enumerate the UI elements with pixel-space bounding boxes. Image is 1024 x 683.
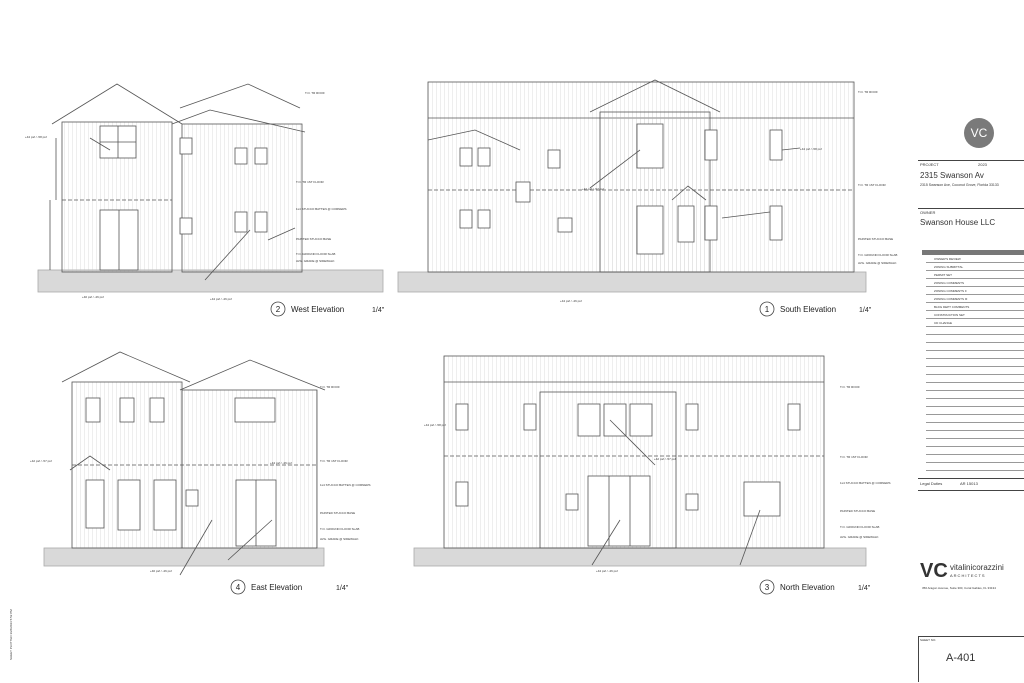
north-pressure-label-3: +44 psf / -46 psf: [596, 569, 618, 573]
south-base-note: PAINTED STUCCO BASE: [858, 237, 893, 241]
legal-value: AR 15013: [960, 481, 978, 486]
plot-stamp: SHEET PLOTTED 3/26/2023 5:52 PM: [9, 609, 13, 660]
south-pressure-label-2: +44 psf / -58 psf: [800, 147, 822, 151]
view-title-north: 3 North Elevation 1/4": [759, 579, 871, 595]
east-base-note: PAINTED STUCCO BASE: [320, 511, 355, 515]
north-elevation-drawing: [413, 355, 867, 567]
sheet-label: SHEET NO.: [920, 638, 937, 642]
east-roof-note: T.O. TR ROOF: [320, 385, 340, 389]
revision-item: ZONING COMMENTS II: [934, 289, 967, 293]
view-scale: 1/4": [859, 307, 872, 314]
west-pressure-label-3: +44 psf / -46 psf: [210, 297, 232, 301]
west-pressure-label-2: +40 psf / -46 psf: [82, 295, 104, 299]
east-pressure-label: +42 psf / -57 psf: [30, 459, 52, 463]
south-slab-note: T.O. GROUND FLOOR SLAB: [858, 253, 897, 257]
west-pressure-label: +44 psf / -58 psf: [25, 135, 47, 139]
project-label: PROJECT: [920, 162, 939, 167]
view-name: West Elevation: [291, 305, 344, 314]
firm-address: 350 Aragon Avenue, Suite 300, Coral Gabl…: [922, 586, 996, 590]
view-number: 1: [765, 305, 770, 314]
revision-item: ZONING SUBMITTAL: [934, 265, 964, 269]
west-siding-note: 1x4 STUCCO BATTEN @ CORNERS: [296, 207, 347, 211]
view-title-west: 2 West Elevation 1/4": [270, 301, 385, 317]
west-floor-note: T.O. TR 1ST FLOOR: [296, 180, 325, 184]
north-siding-note: 1x4 STUCCO BATTEN @ CORNERS: [840, 481, 891, 485]
owner-label: OWNER: [920, 210, 936, 215]
south-roof-note: T.O. TR ROOF: [858, 90, 878, 94]
revision-item: ZONING COMMENTS: [934, 281, 964, 285]
west-grade-note: AVG. GRADE @ SIDEWALK: [296, 259, 335, 263]
view-scale: 1/4": [858, 585, 871, 592]
legal-label: Legal Duties: [920, 481, 943, 486]
north-slab-note: T.O. GROUND FLOOR SLAB: [840, 525, 879, 529]
view-number: 2: [276, 305, 281, 314]
east-slab-note: T.O. GROUND FLOOR SLAB: [320, 527, 359, 531]
view-scale: 1/4": [372, 307, 385, 314]
south-elevation-drawing: [397, 79, 867, 293]
owner-name: Swanson House LLC: [920, 218, 996, 227]
revision-table: OWNER'S REVIEW ZONING SUBMITTAL PERMIT S…: [918, 250, 1024, 474]
west-slab-note: T.O. GROUND FLOOR SLAB: [296, 252, 335, 256]
view-scale: 1/4": [336, 585, 349, 592]
north-base-note: PAINTED STUCCO BASE: [840, 509, 875, 513]
revision-item: CD CHANGE: [934, 321, 953, 325]
firm-sub: ARCHITECTS: [950, 573, 986, 578]
north-roof-note: T.O. TR ROOF: [840, 385, 860, 389]
view-name: East Elevation: [251, 583, 302, 592]
east-pressure-label-3: +40 psf / -46 psf: [150, 569, 172, 573]
revision-item: OWNER'S REVIEW: [934, 257, 961, 261]
vc-logo-icon: VC: [964, 118, 994, 148]
ground-hatch: [43, 547, 325, 567]
north-grade-note: AVG. GRADE @ SIDEWALK: [840, 535, 879, 539]
view-title-south: 1 South Elevation 1/4": [759, 301, 872, 317]
east-pressure-label-2: +44 psf / -46 psf: [270, 461, 292, 465]
sheet-number: A-401: [946, 652, 976, 664]
east-elevation-drawing: [43, 351, 326, 576]
logo-text: VC: [970, 126, 988, 140]
east-floor-note: T.O. TR 1ST FLOOR: [320, 459, 349, 463]
view-number: 4: [236, 583, 241, 592]
north-pressure-label-2: +42 psf / -57 psf: [654, 457, 676, 461]
project-name: 2315 Swanson Av: [920, 171, 984, 180]
project-number: 2023: [978, 162, 987, 167]
south-floor-note: T.O. TR 1ST FLOOR: [858, 183, 887, 187]
ground-hatch: [413, 547, 867, 567]
firm-logo-icon: VC: [920, 560, 948, 582]
revision-item: ZONING COMMENTS III: [934, 297, 968, 301]
north-pressure-label: +44 psf / -58 psf: [424, 423, 446, 427]
view-name: South Elevation: [780, 305, 836, 314]
east-grade-note: AVG. GRADE @ SIDEWALK: [320, 537, 359, 541]
west-base-note: PAINTED STUCCO BASE: [296, 237, 331, 241]
revision-item: PERMIT SET: [934, 273, 952, 277]
view-number: 3: [765, 583, 770, 592]
title-block: VC PROJECT 2023 2315 Swanson Av 2315 Swa…: [914, 0, 1024, 683]
north-floor-note: T.O. TR 1ST FLOOR: [840, 455, 869, 459]
revision-item: BLDG DEPT COMMENTS: [934, 305, 970, 309]
firm-name: vitalinicorazzini: [950, 563, 1004, 572]
west-elevation-drawing: [37, 83, 384, 293]
east-siding-note: 1x4 STUCCO BATTEN @ CORNERS: [320, 483, 371, 487]
ground-hatch: [397, 271, 867, 293]
view-title-east: 4 East Elevation 1/4": [230, 579, 349, 595]
revision-header: [922, 250, 1024, 255]
west-roof-note: T.O. TR ROOF: [305, 91, 325, 95]
south-grade-note: AVG. GRADE @ SIDEWALK: [858, 261, 897, 265]
view-name: North Elevation: [780, 583, 835, 592]
project-address: 2315 Swanson Ave, Coconut Grove, Florida…: [920, 183, 999, 187]
revision-item: CONSTRUCTION SET: [934, 313, 965, 317]
south-pressure-label: +42 psf / -57 psf: [582, 187, 604, 191]
south-pressure-label-3: +44 psf / -46 psf: [560, 299, 582, 303]
